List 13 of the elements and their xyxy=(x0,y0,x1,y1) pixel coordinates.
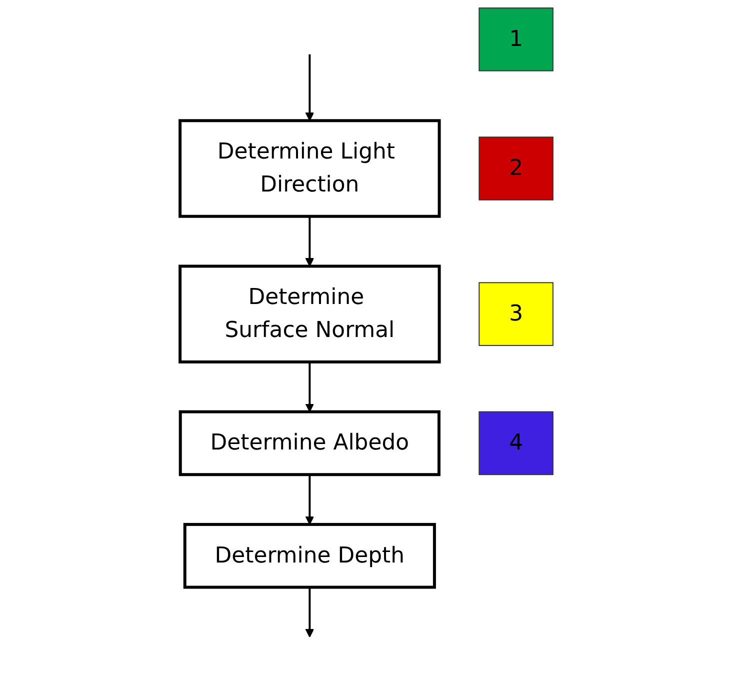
node-box: 1 xyxy=(478,7,554,72)
node-box: Determine Light Direction xyxy=(178,119,441,218)
node-box: Determine Albedo xyxy=(178,410,440,476)
node-box: 3 xyxy=(478,282,554,346)
arrow xyxy=(305,587,314,638)
node-box: Determine Surface Normal xyxy=(178,264,441,364)
node-box: 4 xyxy=(478,411,554,476)
node-box: 2 xyxy=(478,136,554,200)
arrow xyxy=(305,362,314,412)
arrow xyxy=(305,474,314,525)
arrow xyxy=(305,54,314,122)
node-box: Determine Depth xyxy=(183,522,436,589)
arrow xyxy=(305,216,314,267)
